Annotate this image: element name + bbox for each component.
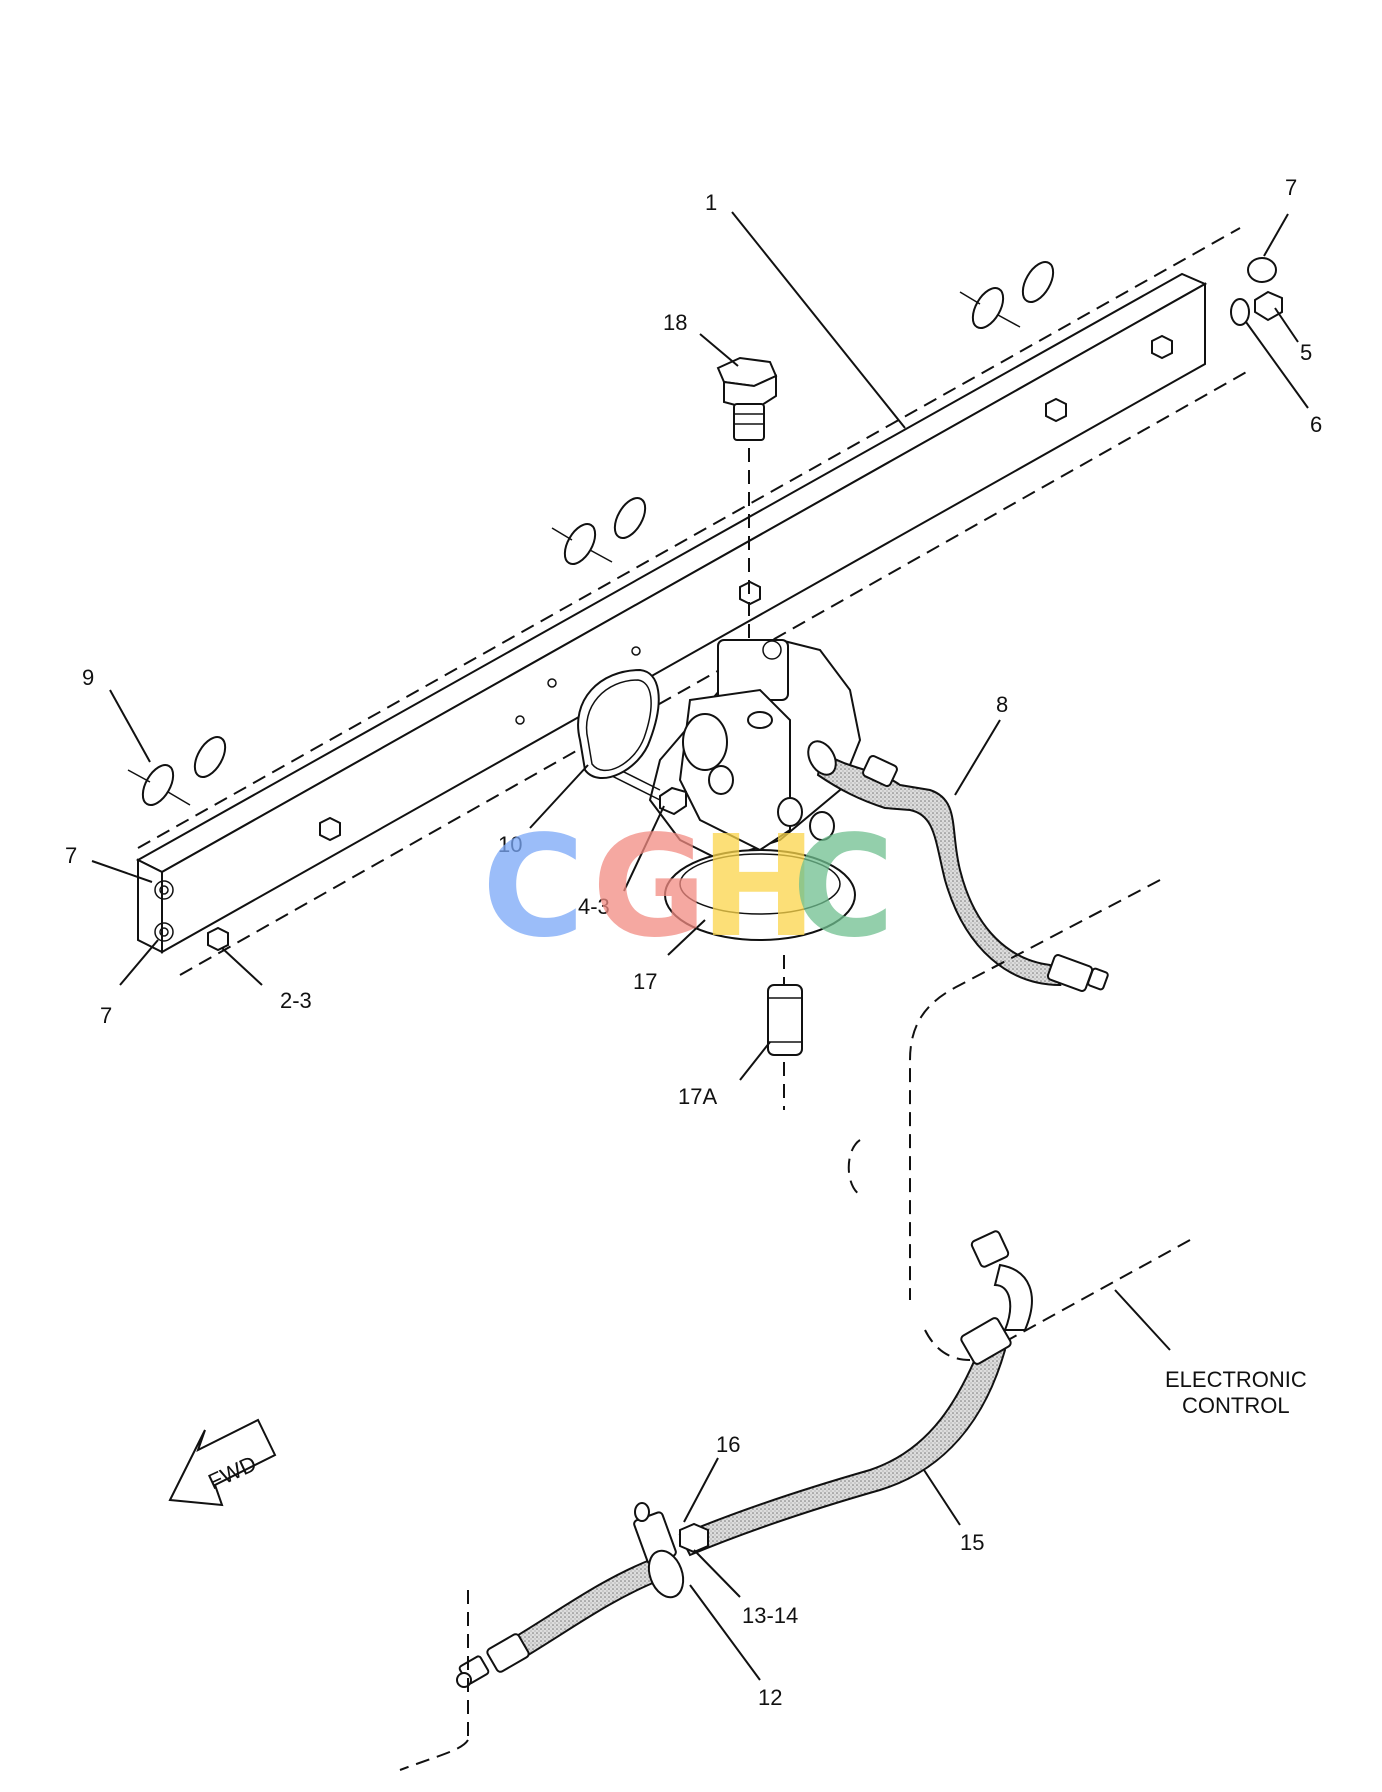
label-electronic-control-line1: ELECTRONIC — [1165, 1367, 1307, 1392]
watermark-logo: C G H C — [482, 806, 895, 969]
label-part-6: 6 — [1310, 412, 1322, 437]
ecm-outline — [847, 879, 1191, 1361]
fuel-manifold-rail — [135, 227, 1251, 976]
rail-bolt — [1045, 397, 1067, 423]
watermark-letter-h: H — [700, 806, 817, 969]
label-part-15: 15 — [960, 1530, 984, 1555]
end-plug-right — [1230, 257, 1283, 326]
rail-bolt — [207, 926, 229, 952]
label-part-9: 9 — [82, 665, 94, 690]
label-part-8: 8 — [996, 692, 1008, 717]
label-part-2-3: 2-3 — [280, 988, 312, 1013]
fitting-17a — [767, 955, 803, 1110]
label-part-10: 10 — [498, 832, 522, 857]
clip-assembly — [633, 1502, 709, 1599]
label-part-16: 16 — [716, 1432, 740, 1457]
label-part-4-3: 4-3 — [578, 894, 610, 919]
callout-leaders — [91, 211, 1309, 1681]
fwd-arrow: FWD — [168, 1418, 277, 1507]
label-electronic-control-line2: CONTROL — [1182, 1393, 1290, 1418]
watermark-letter-c2: C — [792, 806, 895, 969]
label-part-12: 12 — [758, 1685, 782, 1710]
rail-bolt — [1151, 334, 1173, 360]
bottom-dashed-lead — [399, 1590, 469, 1771]
label-part-7-left-a: 7 — [65, 843, 77, 868]
label-part-17: 17 — [633, 969, 657, 994]
hose-8 — [807, 740, 1109, 992]
label-part-1: 1 — [705, 190, 717, 215]
part-labels: 1 18 7 5 6 9 10 8 7 7 2-3 4-3 17 17A ELE… — [65, 175, 1322, 1710]
label-part-5: 5 — [1300, 340, 1312, 365]
rail-bolt — [319, 816, 341, 842]
label-part-7-top: 7 — [1285, 175, 1297, 200]
label-part-17a: 17A — [678, 1084, 717, 1109]
watermark-letter-c1: C — [482, 806, 585, 969]
o-ring-set — [127, 261, 1055, 806]
label-part-18: 18 — [663, 310, 687, 335]
pump-housing — [599, 638, 862, 941]
gasket-10 — [577, 668, 660, 780]
label-part-7-left-b: 7 — [100, 1003, 112, 1028]
watermark-letter-g: G — [592, 806, 707, 969]
plug-18 — [716, 356, 778, 730]
label-part-13-14: 13-14 — [742, 1603, 798, 1628]
